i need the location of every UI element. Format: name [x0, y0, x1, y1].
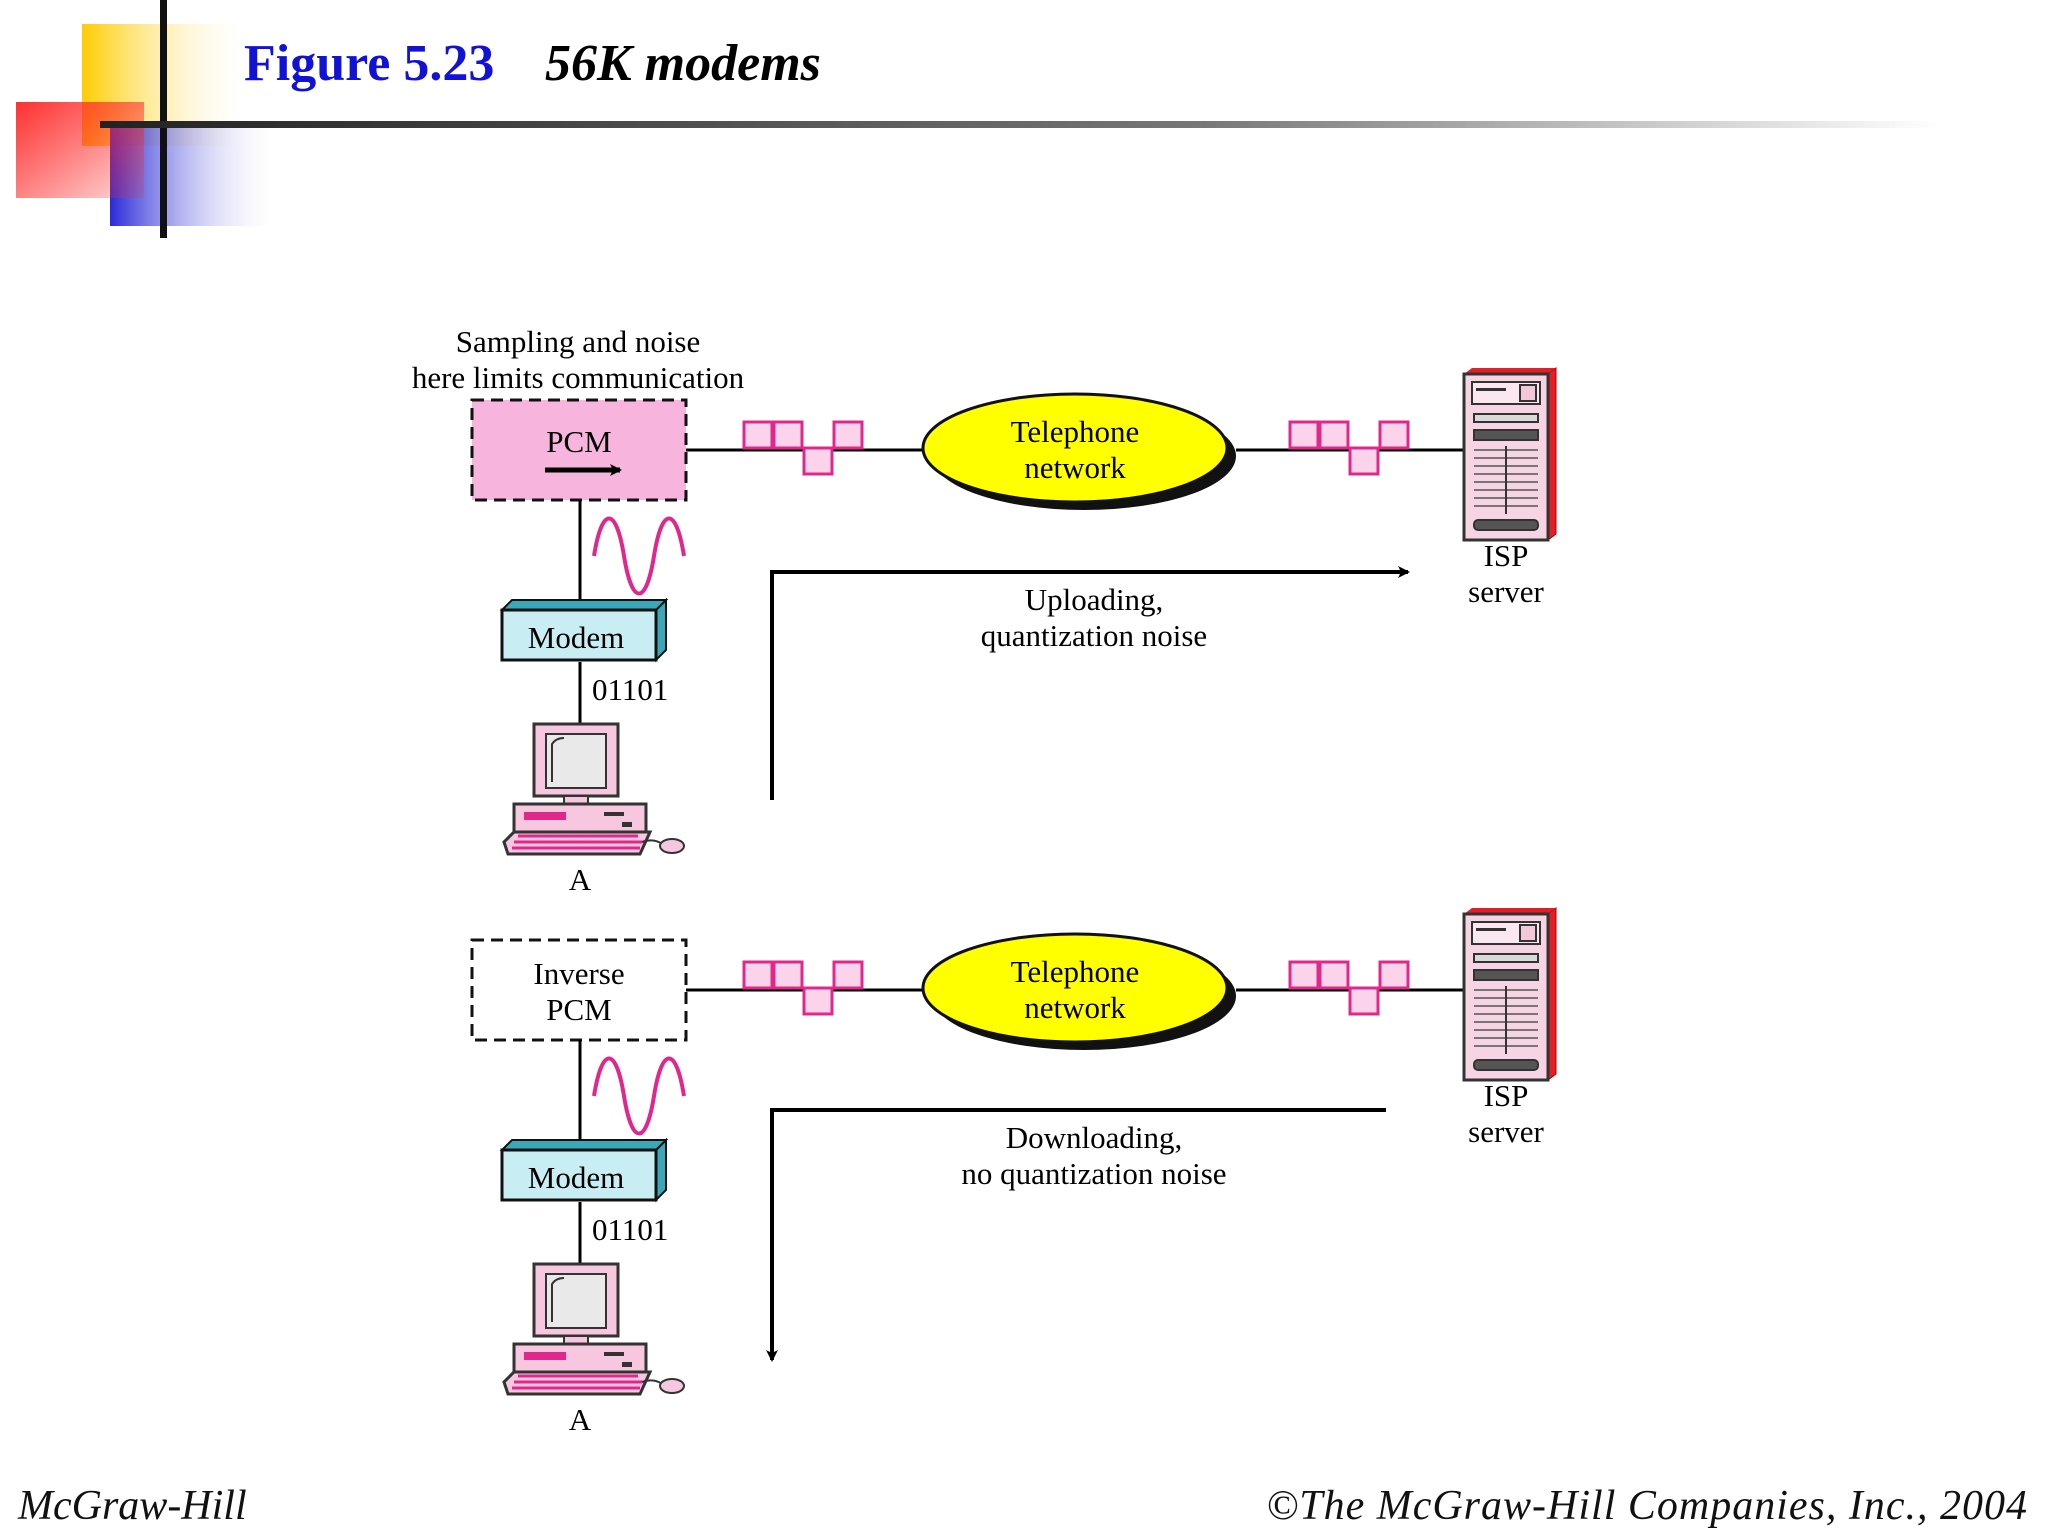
- bits-label: 01101: [592, 672, 668, 707]
- footer-copyright: ©The McGraw-Hill Companies, Inc., 2004: [1266, 1483, 2028, 1529]
- footer-publisher: McGraw-Hill: [18, 1483, 247, 1529]
- isp-server-line2: server: [1468, 1114, 1544, 1149]
- pcm-box: [470, 398, 688, 502]
- computer-icon: [502, 722, 686, 856]
- telephone-network-line2: network: [1024, 450, 1126, 485]
- digital-signal-right: [1288, 960, 1410, 1016]
- modem-label: Modem: [528, 1160, 624, 1195]
- upload-flow-line1: Uploading,: [1025, 582, 1164, 617]
- figure-title: 56K modems: [545, 35, 821, 92]
- download-panel: Inverse PCM Telephone network ISP server…: [470, 906, 1558, 1437]
- download-flow-arrow: [766, 1108, 1386, 1362]
- download-flow-line2: no quantization noise: [961, 1156, 1226, 1191]
- telephone-network-line2: network: [1024, 990, 1126, 1025]
- isp-server-line1: ISP: [1484, 538, 1529, 573]
- telephone-network: [921, 392, 1229, 504]
- inverse-pcm-box: [470, 938, 688, 1042]
- modem-box: [500, 1148, 658, 1202]
- deco-red-square: [16, 102, 144, 198]
- download-flow-line1: Downloading,: [1006, 1120, 1183, 1155]
- sampling-note-line2: here limits communication: [412, 360, 745, 395]
- isp-server-icon: [1462, 906, 1558, 1082]
- inverse-pcm-line2: PCM: [546, 992, 611, 1027]
- computer-label: A: [569, 1402, 592, 1437]
- modem-label: Modem: [528, 620, 624, 655]
- pcm-label: PCM: [546, 424, 611, 459]
- isp-server-line1: ISP: [1484, 1078, 1529, 1113]
- bits-label: 01101: [592, 1212, 668, 1247]
- digital-signal-left: [742, 420, 864, 476]
- computer-icon: [502, 1262, 686, 1396]
- upload-flow-arrow: [770, 566, 1410, 800]
- sampling-note-line1: Sampling and noise: [456, 324, 701, 359]
- digital-signal-left: [742, 960, 864, 1016]
- deco-vertical-rule: [160, 0, 167, 238]
- modem-box: [500, 608, 658, 662]
- inverse-pcm-line1: Inverse: [533, 956, 624, 991]
- telephone-network-line1: Telephone: [1011, 414, 1140, 449]
- slide-decoration: [16, 0, 1940, 238]
- telephone-network-line1: Telephone: [1011, 954, 1140, 989]
- upload-flow-line2: quantization noise: [981, 618, 1207, 653]
- upload-panel: Sampling and noise here limits communica…: [412, 324, 1558, 897]
- figure-number: Figure 5.23: [244, 35, 495, 92]
- analog-signal: [592, 1056, 686, 1136]
- title-rule: [100, 121, 1940, 128]
- isp-server-icon: [1462, 366, 1558, 542]
- telephone-network: [921, 932, 1229, 1044]
- digital-signal-right: [1288, 420, 1410, 476]
- analog-signal: [592, 516, 686, 596]
- isp-server-line2: server: [1468, 574, 1544, 609]
- computer-label: A: [569, 862, 592, 897]
